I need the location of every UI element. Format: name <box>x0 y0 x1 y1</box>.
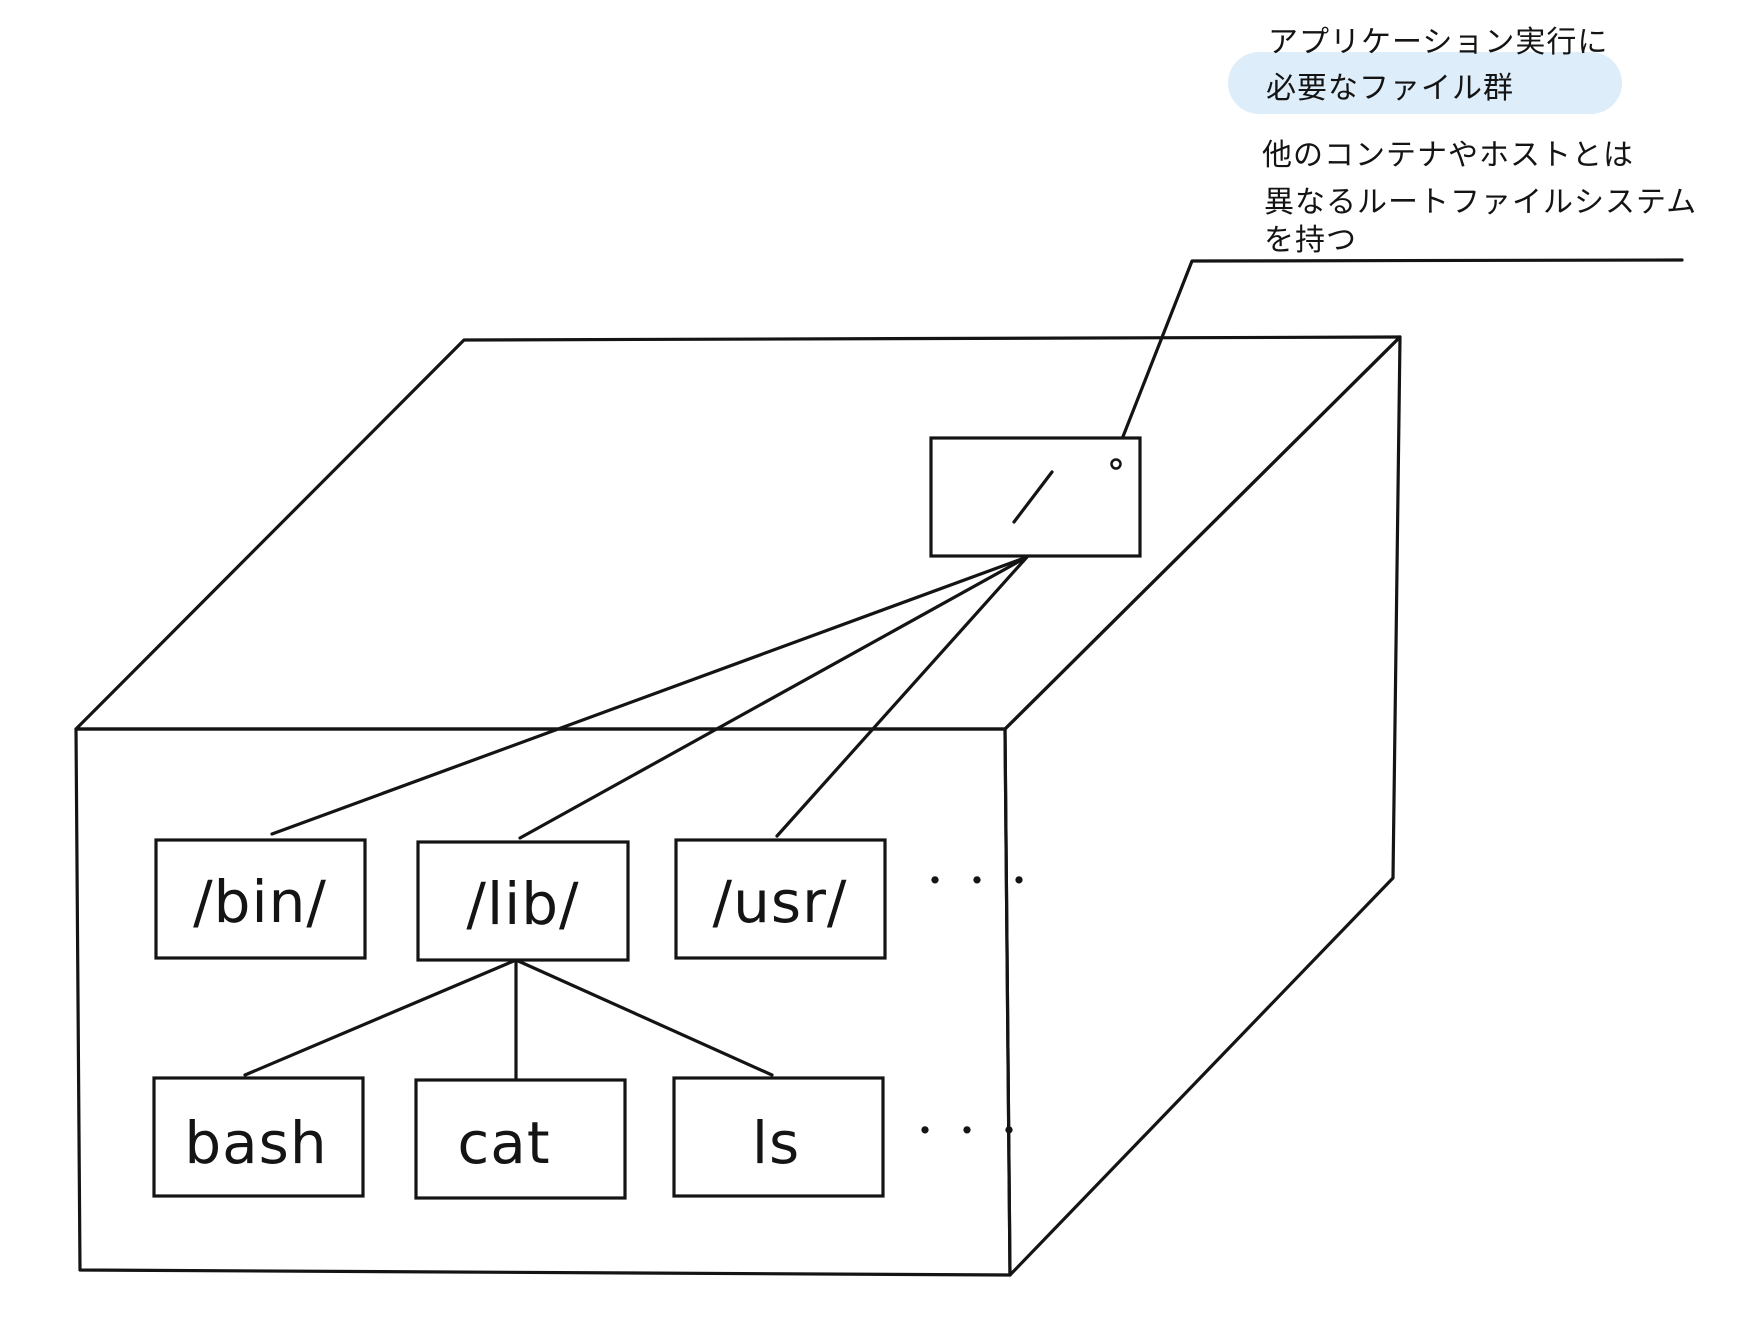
directory-node-lib: /lib/ <box>416 840 630 962</box>
directory-label: /usr/ <box>713 868 848 936</box>
directory-node-bin: /bin/ <box>154 838 367 960</box>
directory-node-usr: /usr/ <box>674 838 887 960</box>
file-label: ls <box>752 1109 800 1177</box>
file-node-cat: cat <box>414 1078 627 1200</box>
file-label: cat <box>457 1109 550 1177</box>
file-label: bash <box>184 1109 327 1177</box>
rootfs-note-line1: 他のコンテナやホストとは <box>1262 138 1634 173</box>
root-label: / <box>1014 466 1035 534</box>
rootfs-note-line2: 異なるルートファイルシステム <box>1264 185 1697 220</box>
rootfs-note-line3: を持つ <box>1264 223 1357 258</box>
edge-root-usr <box>775 555 1029 838</box>
box-front-face <box>74 727 1012 1277</box>
file-node-bash: bash <box>152 1076 365 1198</box>
edge-root-bin <box>270 555 1029 836</box>
note-highlight <box>1228 52 1622 114</box>
directory-label: /bin/ <box>193 868 327 936</box>
directory-label: /lib/ <box>466 870 579 938</box>
app-files-note-line2: 必要なファイル群 <box>1266 71 1514 106</box>
callout-line <box>1111 258 1684 464</box>
files-more: ・・・ <box>908 1112 1034 1152</box>
callout-anchor-dot <box>1110 458 1122 470</box>
app-files-note-line1: アプリケーション実行に <box>1268 25 1608 60</box>
edge-root-lib <box>518 555 1029 840</box>
directories-more: ・・・ <box>918 862 1044 902</box>
edge-lib-bash <box>243 958 518 1077</box>
root-node: / <box>929 436 1142 558</box>
root-slash-glyph <box>1012 470 1054 524</box>
edge-lib-ls <box>514 958 774 1077</box>
file-node-ls: ls <box>672 1076 885 1198</box>
